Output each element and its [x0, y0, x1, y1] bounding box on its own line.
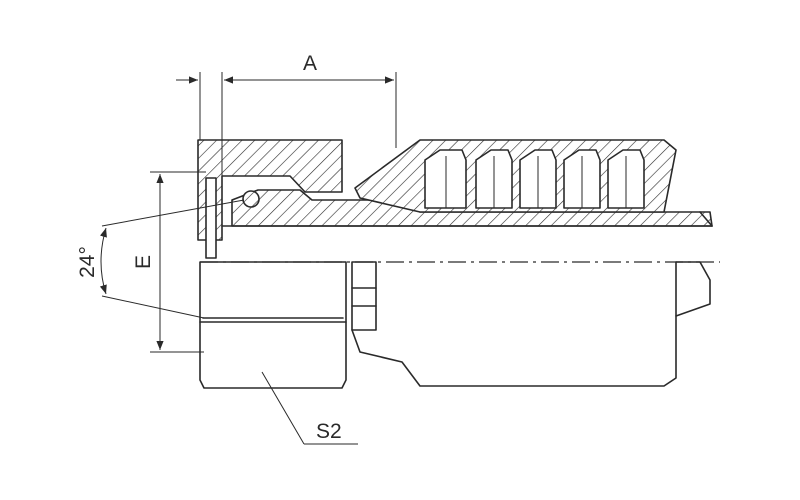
dimension-angle: 24° [76, 199, 245, 319]
dimension-e: E [132, 171, 206, 353]
label-angle: 24° [76, 246, 99, 278]
hex-nut [199, 261, 347, 389]
label-s2: S2 [316, 420, 342, 443]
exterior-view [199, 261, 711, 389]
section-view [197, 139, 713, 259]
nut-bore [205, 177, 217, 259]
label-e: E [132, 255, 155, 269]
collar [351, 261, 377, 331]
tube-end [675, 261, 711, 317]
dimension-a: A [176, 52, 397, 176]
label-a: A [303, 52, 317, 75]
ferrule-teeth [424, 149, 645, 209]
o-ring [242, 190, 260, 208]
ferrule-exterior [351, 261, 677, 387]
leader-s2: S2 [261, 371, 358, 445]
